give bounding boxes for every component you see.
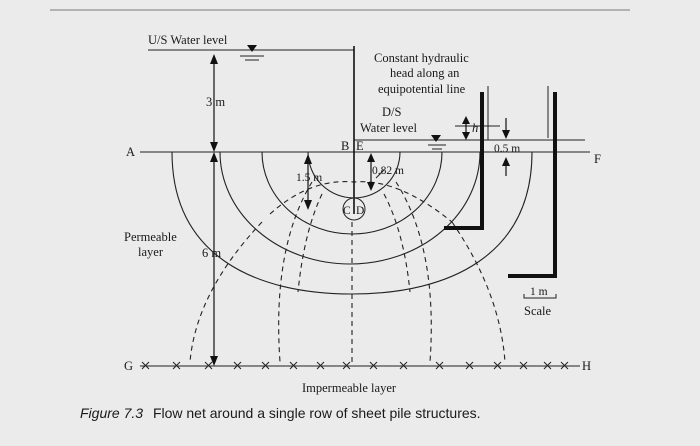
point-g-label: G (124, 359, 133, 373)
point-e-label: E (356, 139, 364, 153)
dim-0-82m-arrow-down (367, 182, 375, 191)
ds-label: D/S (382, 105, 402, 119)
equipotential-line-6 (189, 221, 263, 363)
scale-word-label: Scale (524, 304, 552, 318)
equipotential-line-7 (451, 221, 506, 363)
us-water-triangle-icon (247, 45, 257, 52)
dim-3m-label: 3 m (206, 95, 225, 109)
dim-6m-arrow-down (210, 356, 218, 366)
standpipe-inner (444, 92, 484, 230)
figure-caption: Figure 7.3 Flow net around a single row … (80, 405, 481, 421)
dim-1-5m-arrow-up (304, 154, 312, 164)
equipotential-line-3 (383, 193, 411, 293)
equipotential-line-4 (278, 181, 313, 363)
standpipe-outer (508, 92, 557, 278)
dim-6m-arrow-up (210, 152, 218, 162)
dim-6m-label: 6 m (202, 246, 221, 260)
ds-water-triangle-icon (431, 135, 441, 142)
scale-value-label: 1 m (530, 286, 548, 298)
impermeable-layer-label: Impermeable layer (302, 381, 397, 395)
figure-caption-number: Figure 7.3 (80, 405, 143, 421)
flow-line-2 (261, 151, 443, 235)
point-c-label: C (343, 205, 351, 217)
constant-head-label-3: equipotential line (378, 82, 466, 96)
dim-0-5m-label: 0.5 m (494, 143, 520, 155)
permeable-layer-label-1: Permeable (124, 230, 177, 244)
figure-caption-text: Flow net around a single row of sheet pi… (153, 405, 481, 421)
dim-0-5m-arrow-up (502, 157, 510, 166)
equipotential-line-5 (395, 181, 432, 363)
us-water-level-label: U/S Water level (148, 33, 228, 47)
dim-h-arrow-up (462, 116, 470, 124)
point-a-label: A (126, 145, 135, 159)
standpipe-arrow-down (502, 130, 510, 139)
dim-1-5m-label: 1.5 m (296, 172, 322, 184)
dim-0-82m-leader (375, 169, 385, 179)
dim-h-label: h (472, 121, 478, 135)
flow-line-3 (219, 151, 481, 265)
constant-head-label-1: Constant hydraulic (374, 51, 469, 65)
point-f-label: F (594, 152, 601, 166)
permeable-layer-label-2: layer (138, 245, 164, 259)
pile-tip-circle (342, 197, 366, 221)
scale-bar (523, 294, 557, 299)
impermeable-hatch (141, 361, 569, 370)
dim-3m-arrow-down (210, 142, 218, 152)
constant-head-label-2: head along an (390, 66, 460, 80)
equipotential-line-2 (297, 193, 323, 293)
dim-0-82m-label: 0.82 m (372, 165, 404, 177)
dim-1-5m-arrow-down (304, 200, 312, 210)
point-b-label: B (341, 139, 349, 153)
dim-h-arrow-down (462, 132, 470, 140)
point-h-label: H (582, 359, 591, 373)
dim-3m-arrow-up (210, 54, 218, 64)
ds-water-level-label: Water level (360, 121, 417, 135)
dim-0-82m-arrow-up (367, 153, 375, 162)
point-d-label: D (356, 205, 364, 217)
